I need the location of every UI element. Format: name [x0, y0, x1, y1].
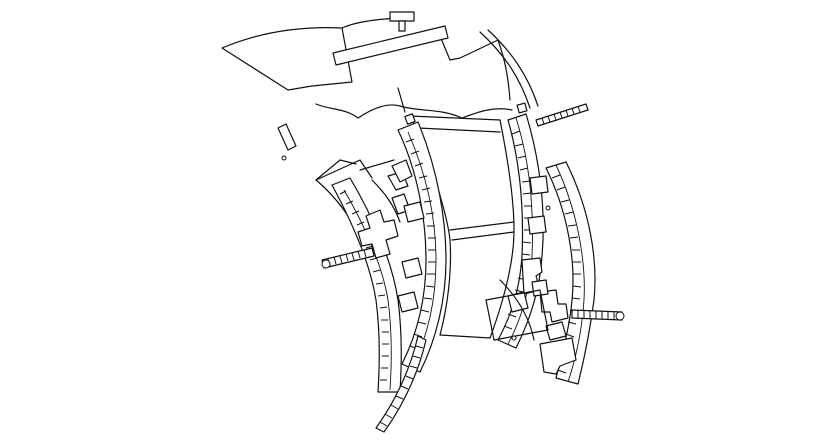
- bridge-top-right: [535, 103, 589, 127]
- bridge-right: [571, 309, 625, 321]
- canopy-edge-lines: [397, 29, 539, 113]
- markers: [281, 155, 551, 341]
- left-wing: [331, 177, 402, 393]
- left-center-wing: [397, 113, 447, 373]
- wavy-roof-line: [315, 103, 513, 119]
- right-wing-connectors: [531, 279, 577, 375]
- left-walkway: [315, 159, 401, 223]
- small-block: [277, 123, 297, 151]
- top-plaque: [332, 11, 449, 66]
- bridge-bottom: [375, 335, 427, 433]
- top-canopy: [221, 17, 511, 101]
- bridge-left: [321, 247, 375, 269]
- lower-courtyard: [485, 279, 549, 341]
- left-center-connectors: [391, 159, 425, 313]
